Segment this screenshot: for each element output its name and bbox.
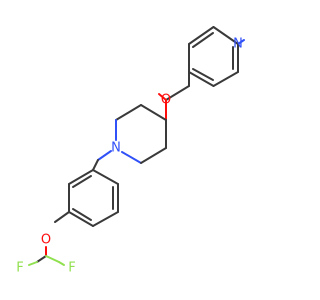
bond	[192, 68, 214, 81]
bond	[92, 211, 119, 227]
atom-ether-oxygen-aryl: O	[41, 233, 51, 248]
bond	[92, 159, 99, 171]
bond	[237, 39, 245, 45]
oxymethyl-linker	[158, 71, 190, 121]
molecule-diagram: N O N O F F	[16, 26, 245, 276]
bond	[192, 32, 214, 48]
atom-fluorine-left: F	[16, 261, 23, 276]
bond	[140, 147, 167, 164]
bond	[54, 211, 70, 223]
bond	[121, 151, 142, 164]
bond	[68, 211, 94, 227]
bond	[68, 169, 94, 185]
atom-pyridine-nitrogen: N	[233, 37, 243, 52]
bond	[212, 26, 239, 45]
bond	[115, 104, 142, 121]
bond	[188, 71, 215, 87]
atom-ether-oxygen-pyridyl: O	[161, 93, 171, 108]
bond	[58, 261, 65, 266]
bond	[72, 175, 92, 188]
piperidine-ring	[115, 104, 167, 164]
bond	[188, 26, 215, 45]
atom-labels: N O N O F F	[16, 37, 243, 276]
difluoromethoxy-group	[28, 211, 70, 266]
bond	[45, 255, 60, 263]
pyridine-ring	[188, 26, 245, 87]
bond	[97, 150, 112, 161]
bond	[28, 261, 38, 266]
benzyl-linker	[92, 150, 112, 171]
atom-fluorine-right: F	[68, 261, 75, 276]
bond	[165, 85, 190, 101]
benzene-ring	[68, 169, 119, 227]
bond	[72, 208, 92, 221]
bond	[158, 93, 167, 101]
bond	[36, 255, 47, 263]
bond	[212, 71, 239, 87]
bond	[140, 104, 167, 121]
bond	[92, 169, 119, 185]
atom-piperidine-nitrogen: N	[111, 141, 121, 156]
